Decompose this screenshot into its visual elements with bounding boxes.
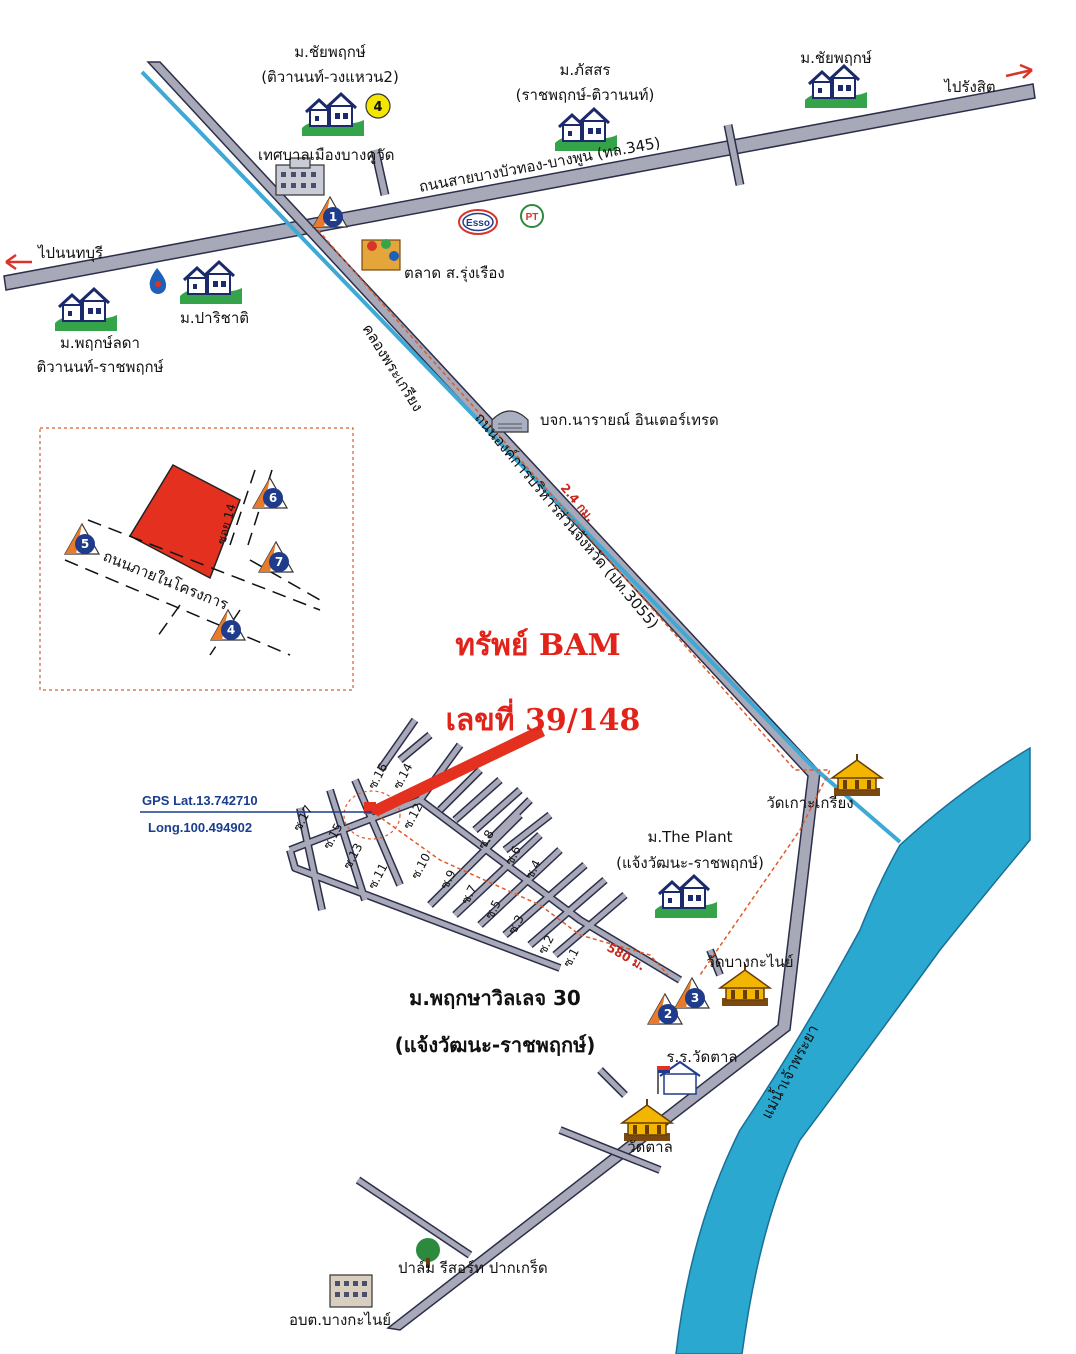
svg-text:6: 6 xyxy=(269,491,277,505)
label-school: ร.ร.วัดตาล xyxy=(666,1048,737,1066)
svg-text:3: 3 xyxy=(691,991,699,1005)
plot-area xyxy=(128,464,241,580)
warehouse-icon xyxy=(491,410,529,433)
marker-1: 1 xyxy=(312,196,348,228)
label-phruklada-l1: ม.พฤกษ์ลดา xyxy=(60,334,140,352)
school-icon xyxy=(657,1060,701,1095)
esso-label: Esso xyxy=(466,218,490,229)
house-icon xyxy=(53,287,119,333)
label-the-plant-l2: (แจ้งวัฒนะ-ราชพฤกษ์) xyxy=(616,854,764,872)
building-icon xyxy=(329,1274,373,1308)
label-to-rangsit: ไปรังสิต xyxy=(943,78,995,96)
route-line-village xyxy=(369,809,669,976)
label-parichat: ม.ปาริชาติ xyxy=(180,309,249,327)
label-to-nonthaburi: ไปนนทบุรี xyxy=(37,244,103,263)
esso-logo: Esso xyxy=(458,209,498,235)
soi-label: ซ.17 xyxy=(290,803,315,834)
marker-4-yellow: 4 xyxy=(365,93,391,119)
temple-icon xyxy=(621,1098,673,1142)
ptt-label: PT xyxy=(526,212,539,223)
arrow-west-icon xyxy=(5,253,32,271)
soi-label: ซ.16 xyxy=(365,761,390,792)
label-wat-bang-kanai: วัดบางกะไนย์ xyxy=(706,953,793,971)
ptt-drop-icon xyxy=(149,268,167,294)
marker-4-inset: 4 xyxy=(210,609,246,641)
label-narai: บจก.นารายณ์ อินเตอร์เทรด xyxy=(540,411,719,429)
svg-text:4: 4 xyxy=(373,100,382,115)
label-wat-tan: วัดตาล xyxy=(627,1138,673,1156)
svg-text:7: 7 xyxy=(275,555,283,569)
soi-label: ซ.9 xyxy=(437,868,459,892)
route-line-north xyxy=(317,229,832,976)
market-icon xyxy=(361,239,401,271)
label-municipality: เทศบาลเมืองบางคูวัด xyxy=(258,146,395,164)
gps-longitude: Long.100.494902 xyxy=(148,820,252,835)
svg-text:2: 2 xyxy=(664,1007,672,1021)
canal xyxy=(140,70,902,844)
gps-latitude: GPS Lat.13.742710 xyxy=(142,793,258,808)
temple-icon xyxy=(831,753,883,797)
building-icon xyxy=(275,157,325,196)
marker-7: 7 xyxy=(258,541,294,573)
label-wat-ko-kriang: วัดเกาะเกรียง xyxy=(766,794,853,812)
bam-address: เลขที่ 39/148 xyxy=(446,698,641,738)
label-village30-l2: (แจ้งวัฒนะ-ราชพฤกษ์) xyxy=(395,1033,596,1057)
label-market: ตลาด ส.รุ่งเรือง xyxy=(404,264,505,283)
marker-5: 5 xyxy=(64,523,100,555)
label-phassorn-l2: (ราชพฤกษ์-ติวานนท์) xyxy=(516,86,655,104)
label-chaiyaphruek-l2: (ติวานนท์-วงแหวน2) xyxy=(261,68,399,86)
label-provincial-road: ถนนองค์การบริหารส่วนจังหวัด (ปท.3055) xyxy=(471,409,662,632)
label-village30-l1: ม.พฤกษาวิลเลจ 30 xyxy=(409,986,581,1010)
label-obt: อบต.บางกะไนย์ xyxy=(289,1311,391,1329)
label-palm-resort: ปาล์ม รีสอร์ท ปากเกร็ด xyxy=(398,1258,548,1277)
house-icon xyxy=(653,874,719,920)
highway-345 xyxy=(3,83,1036,291)
marker-6: 6 xyxy=(252,477,288,509)
ptt-logo: PT xyxy=(520,204,544,228)
label-canal: คลองพระเกรียง xyxy=(359,321,427,415)
marker-2: 2 xyxy=(647,993,683,1025)
soi-label: ซ.14 xyxy=(390,761,415,792)
soi-label: ซ.7 xyxy=(458,883,480,907)
tree-icon xyxy=(416,1238,440,1268)
label-the-plant-l1: ม.The Plant xyxy=(647,828,732,846)
svg-text:1: 1 xyxy=(329,210,337,224)
label-chaiyaphruek-east: ม.ชัยพฤกษ์ xyxy=(800,49,872,67)
provincial-road-3055 xyxy=(146,61,821,1331)
bam-title: ทรัพย์ BAM xyxy=(455,628,621,663)
house-icon xyxy=(803,64,869,110)
soi-label: ซ.10 xyxy=(408,851,433,882)
chao-phraya-river xyxy=(675,746,1031,1354)
inset-plot-detail xyxy=(39,427,354,691)
svg-text:5: 5 xyxy=(81,537,89,551)
marker-3: 3 xyxy=(674,977,710,1009)
soi-label: ซ.11 xyxy=(365,861,390,892)
plot-pointer xyxy=(372,725,545,816)
label-phassorn-l1: ม.ภัสสร xyxy=(560,61,611,79)
house-icon xyxy=(300,92,366,138)
label-phruklada-l2: ติวานนท์-ราชพฤกษ์ xyxy=(37,358,164,376)
arrow-east-icon xyxy=(1005,63,1033,79)
svg-text:4: 4 xyxy=(227,623,235,637)
label-chaiyaphruek-l1: ม.ชัยพฤกษ์ xyxy=(294,43,366,61)
house-icon xyxy=(178,260,244,306)
